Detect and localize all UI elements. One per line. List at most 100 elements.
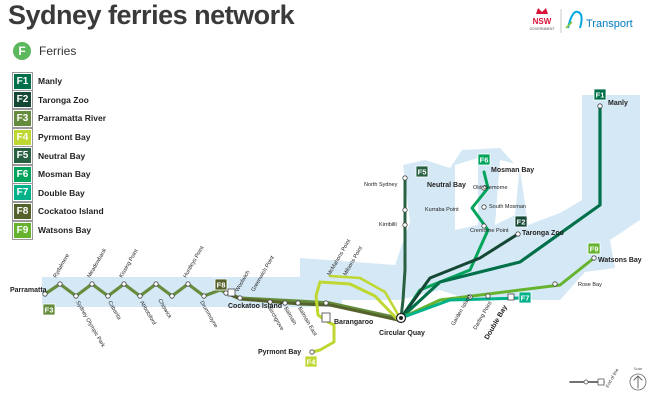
route-name: Pyrmont Bay: [38, 132, 91, 143]
route-name: Manly: [38, 76, 63, 87]
headland-cremorne: [455, 158, 478, 230]
badge-box: [214, 278, 228, 291]
stop-label-taronga-zoo: Taronga Zoo: [522, 230, 564, 237]
stop-marker: [402, 207, 408, 213]
route-badge-f9: F9: [587, 242, 601, 255]
stop-label-watsons-bay: Watsons Bay: [598, 257, 642, 264]
route-name: Taronga Zoo: [38, 94, 89, 105]
nsw-text: NSW: [533, 17, 552, 26]
stop-label-kissing-point: Kissing Point: [119, 248, 140, 279]
stop-marker: [121, 281, 127, 287]
route-badge-f6: F6: [477, 153, 491, 166]
legend-row-f6: F6 Mosman Bay: [12, 164, 106, 184]
stop-marker: [515, 231, 521, 237]
route-badge: F7: [12, 183, 33, 203]
stop-marker: [105, 293, 111, 299]
route-badge: F9: [12, 220, 33, 240]
route-badge: F8: [12, 201, 33, 221]
stop-marker: [237, 295, 243, 301]
badge-code: F5: [418, 167, 427, 176]
cockatoo-interchange: [227, 288, 236, 297]
logos: NSW GOVERNMENT Transport: [529, 8, 633, 33]
route-name: Mosman Bay: [38, 169, 91, 180]
badge-code: F8: [217, 280, 226, 289]
route-badge-f1: F1: [593, 88, 607, 101]
stop-label-huntleys-point: Huntleys Point: [183, 245, 206, 279]
route-line-f1: [399, 104, 602, 320]
badge-code: F3: [45, 305, 54, 314]
badge-box: [518, 291, 532, 304]
route-name: Double Bay: [38, 187, 85, 198]
darling-harbour-water: [305, 260, 330, 295]
legend-row-f7: F7 Double Bay: [12, 183, 106, 203]
route-badge-f4: F4: [304, 355, 318, 368]
nsw-sub-text: GOVERNMENT: [529, 27, 555, 31]
route-name: Neutral Bay: [38, 150, 86, 161]
stop-label-rose-bay: Rose Bay: [578, 282, 602, 288]
route-badge: F3: [12, 108, 33, 128]
badge-box: [477, 153, 491, 166]
stop-marker: [42, 291, 48, 297]
stop-marker: [185, 281, 191, 287]
legend-row-f2: F2 Taronga Zoo: [12, 90, 106, 110]
headland-mosman: [495, 160, 520, 225]
badge-code: F2: [517, 217, 526, 226]
stop-marker: [57, 281, 63, 287]
transport-arch-icon: [567, 10, 583, 29]
stop-label-north-sydney: North Sydney: [364, 182, 398, 188]
stop-marker: [137, 293, 143, 299]
stop-marker: [223, 290, 229, 296]
route-badge: F2: [12, 90, 33, 110]
stop-label-cockatoo-island: Cockatoo Island: [228, 303, 282, 310]
stop-label-kurraba-point: Kurraba Point: [425, 207, 459, 213]
stop-marker: [485, 293, 491, 299]
route-badge-f7: F7: [518, 291, 532, 304]
route-badge-f5: F5: [415, 165, 429, 178]
route-name: Watsons Bay: [38, 225, 92, 236]
stop-marker: [169, 293, 175, 299]
route-line-f4: [310, 280, 400, 354]
route-badge: F6: [12, 164, 33, 184]
route-badge: F1: [12, 71, 33, 91]
stop-marker: [467, 294, 473, 300]
badge-code: F7: [521, 293, 530, 302]
mode-legend: F Ferries: [13, 42, 76, 60]
stop-label-old-cremorne: Old Cremorne: [473, 185, 508, 191]
route-line-f9: [399, 256, 596, 320]
stop-marker: [481, 204, 487, 210]
route-line-f4-north: [328, 274, 402, 320]
page-title: Sydney ferries network: [8, 0, 295, 30]
stop-label-balmain: Balmain: [282, 306, 297, 326]
stop-label-manly: Manly: [608, 100, 628, 107]
stop-marker: [323, 300, 329, 306]
stop-label-kirribilli: Kirribilli: [379, 222, 397, 228]
route-name: Cockatoo Island: [38, 206, 104, 217]
legend-row-f8: F8 Cockatoo Island: [12, 201, 106, 221]
stop-marker: [402, 222, 408, 228]
route-badge-f3: F3: [42, 303, 56, 316]
nsw-logo: NSW GOVERNMENT: [529, 8, 555, 31]
transport-logo: Transport: [565, 10, 633, 30]
stop-marker: [153, 281, 159, 287]
stop-label-neutral-bay: Neutral Bay: [427, 182, 466, 189]
key-interchange: [597, 378, 605, 386]
stop-marker: [201, 293, 207, 299]
badge-code: F6: [480, 155, 489, 164]
stop-label-south-mosman: South Mosman: [489, 204, 526, 210]
stop-label-cremorne-point: Cremorne Point: [470, 228, 509, 234]
stop-marker: [267, 299, 273, 305]
stop-marker: [402, 175, 408, 181]
stop-marker: [552, 281, 558, 287]
route-badge-f2: F2: [514, 215, 528, 228]
route-line-f3: [43, 282, 400, 320]
badge-box: [514, 215, 528, 228]
stop-marker: [295, 300, 301, 306]
stop-label-sydney-olympic-park: Sydney Olympic Park: [74, 300, 106, 349]
stop-marker: [597, 103, 603, 109]
barangaroo-interchange: [321, 312, 331, 323]
transport-text: Transport: [586, 18, 633, 30]
